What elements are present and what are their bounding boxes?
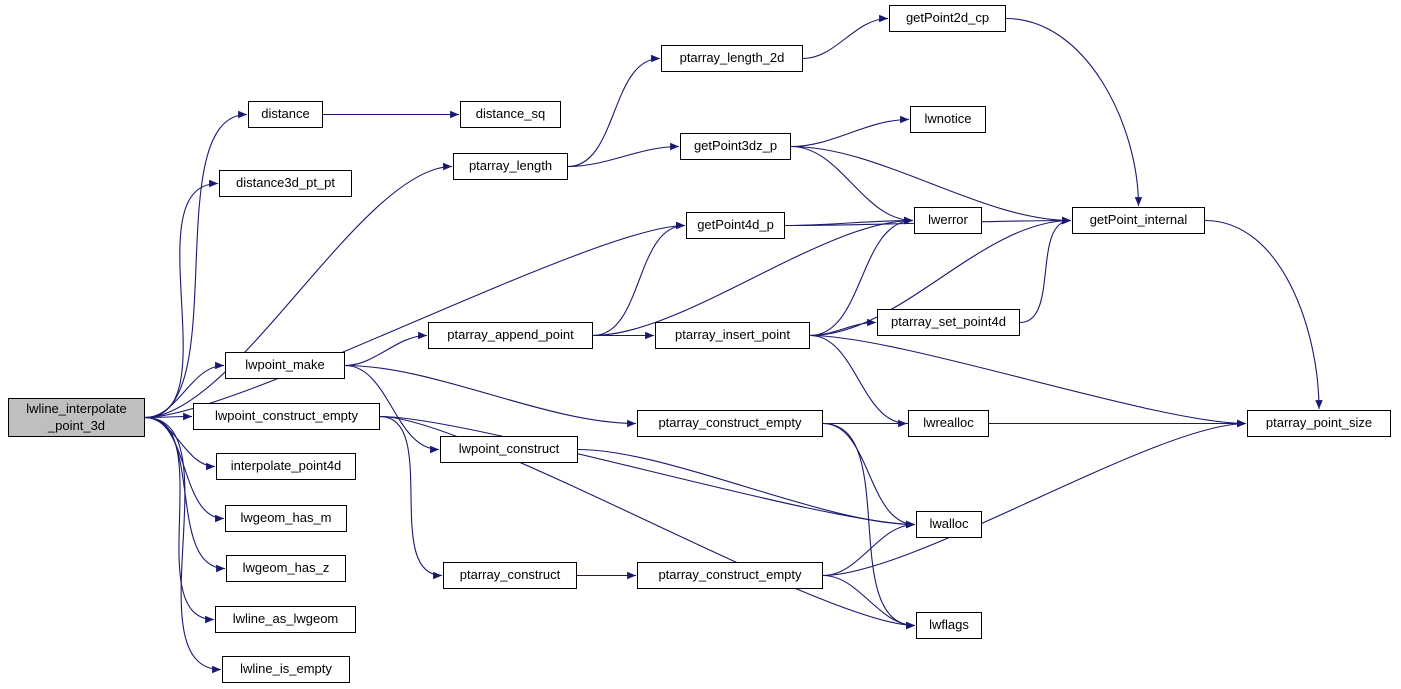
call-edge-lwline_interpolate_point_3d--lwline_as_lwgeom — [144, 416, 215, 624]
call-edge-getPoint2d_cp--getPoint_internal — [1005, 17, 1143, 207]
graph-node-ptarray_append_point[interactable]: ptarray_append_point — [428, 322, 593, 349]
call-edge-getPoint3dz_p--lwnotice — [790, 115, 910, 148]
call-edge-ptarray_append_point--getPoint4d_p — [592, 221, 686, 337]
graph-node-distance_sq[interactable]: distance_sq — [460, 101, 561, 128]
call-edge-ptarray_length--getPoint3dz_p — [567, 142, 680, 168]
call-edge-ptarray_insert_point--getPoint_internal — [809, 216, 1072, 337]
graph-node-lwpoint_make[interactable]: lwpoint_make — [225, 352, 345, 379]
graph-node-ptarray_length[interactable]: ptarray_length — [453, 153, 568, 180]
graph-node-ptarray_point_size[interactable]: ptarray_point_size — [1247, 410, 1391, 437]
graph-node-lwrealloc[interactable]: lwrealloc — [908, 410, 989, 437]
graph-node-ptarray_construct_empty_1[interactable]: ptarray_construct_empty — [637, 410, 823, 437]
graph-node-ptarray_length_2d[interactable]: ptarray_length_2d — [661, 45, 803, 72]
graph-node-ptarray_insert_point[interactable]: ptarray_insert_point — [655, 322, 810, 349]
graph-node-lwerror[interactable]: lwerror — [914, 207, 982, 234]
call-edge-ptarray_set_point4d--getPoint_internal — [1019, 216, 1072, 324]
call-edge-ptarray_append_point--lwerror — [592, 216, 914, 337]
call-edge-ptarray_length_2d--getPoint2d_cp — [802, 14, 889, 60]
graph-node-interpolate_point4d[interactable]: interpolate_point4d — [216, 453, 356, 480]
graph-node-lwflags[interactable]: lwflags — [916, 612, 982, 639]
call-edge-lwline_interpolate_point_3d--getPoint4d_p — [144, 221, 686, 419]
call-edge-lwpoint_make--ptarray_construct_empty_1 — [344, 364, 637, 428]
graph-node-distance[interactable]: distance — [248, 101, 323, 128]
call-edge-getPoint3dz_p--getPoint_internal — [790, 145, 1072, 225]
call-edge-lwpoint_construct_empty--ptarray_construct — [379, 415, 443, 580]
call-edge-lwline_interpolate_point_3d--distance3d_pt_pt — [144, 179, 219, 419]
call-edge-ptarray_construct_empty_1--lwalloc — [822, 422, 916, 529]
graph-node-lwgeom_has_m[interactable]: lwgeom_has_m — [225, 505, 347, 532]
graph-node-lwline_interpolate_point_3d[interactable]: lwline_interpolate _point_3d — [8, 398, 145, 437]
graph-node-lwalloc[interactable]: lwalloc — [916, 511, 982, 538]
graph-node-getPoint2d_cp[interactable]: getPoint2d_cp — [889, 5, 1006, 32]
call-edge-lwpoint_make--lwpoint_construct — [344, 364, 440, 454]
graph-node-lwgeom_has_z[interactable]: lwgeom_has_z — [226, 555, 346, 582]
graph-node-ptarray_construct[interactable]: ptarray_construct — [443, 562, 577, 589]
call-edge-lwpoint_construct--lwalloc — [577, 448, 916, 529]
graph-node-lwline_as_lwgeom[interactable]: lwline_as_lwgeom — [215, 606, 356, 633]
call-edge-lwpoint_construct_empty--lwalloc — [379, 415, 916, 529]
graph-node-lwpoint_construct_empty[interactable]: lwpoint_construct_empty — [193, 403, 380, 430]
graph-node-ptarray_construct_empty_2[interactable]: ptarray_construct_empty — [637, 562, 823, 589]
call-edge-ptarray_construct_empty_2--lwflags — [822, 574, 916, 630]
call-edge-ptarray_construct_empty_2--lwalloc — [822, 520, 916, 577]
graph-node-lwline_is_empty[interactable]: lwline_is_empty — [222, 656, 350, 683]
call-edge-lwline_interpolate_point_3d--lwline_is_empty — [144, 416, 222, 674]
call-edge-lwline_interpolate_point_3d--lwpoint_make — [144, 361, 225, 419]
graph-node-lwnotice[interactable]: lwnotice — [910, 106, 986, 133]
graph-node-lwpoint_construct[interactable]: lwpoint_construct — [440, 436, 578, 463]
call-edge-ptarray_construct_empty_1--lwflags — [822, 422, 916, 630]
graph-node-distance3d_pt_pt[interactable]: distance3d_pt_pt — [219, 170, 352, 197]
call-edge-lwline_interpolate_point_3d--ptarray_length — [144, 162, 453, 419]
graph-node-ptarray_set_point4d[interactable]: ptarray_set_point4d — [877, 309, 1020, 336]
call-edge-lwpoint_construct_empty--lwflags — [379, 415, 916, 630]
call-edge-ptarray_length--ptarray_length_2d — [567, 54, 661, 168]
call-edge-ptarray_construct_empty_2--ptarray_point_size — [822, 419, 1247, 577]
call-edge-ptarray_insert_point--ptarray_point_size — [809, 334, 1247, 428]
call-edge-ptarray_insert_point--lwerror — [809, 216, 914, 337]
call-edge-getPoint3dz_p--lwerror — [790, 145, 914, 225]
graph-node-getPoint_internal[interactable]: getPoint_internal — [1072, 207, 1205, 234]
graph-node-getPoint4d_p[interactable]: getPoint4d_p — [686, 212, 785, 239]
call-edge-getPoint_internal--ptarray_point_size — [1204, 219, 1323, 410]
graph-node-getPoint3dz_p[interactable]: getPoint3dz_p — [680, 133, 791, 160]
call-edge-lwpoint_make--ptarray_append_point — [344, 331, 428, 367]
call-edge-lwline_interpolate_point_3d--lwgeom_has_m — [144, 416, 225, 523]
call-edge-ptarray_insert_point--lwrealloc — [809, 334, 908, 428]
